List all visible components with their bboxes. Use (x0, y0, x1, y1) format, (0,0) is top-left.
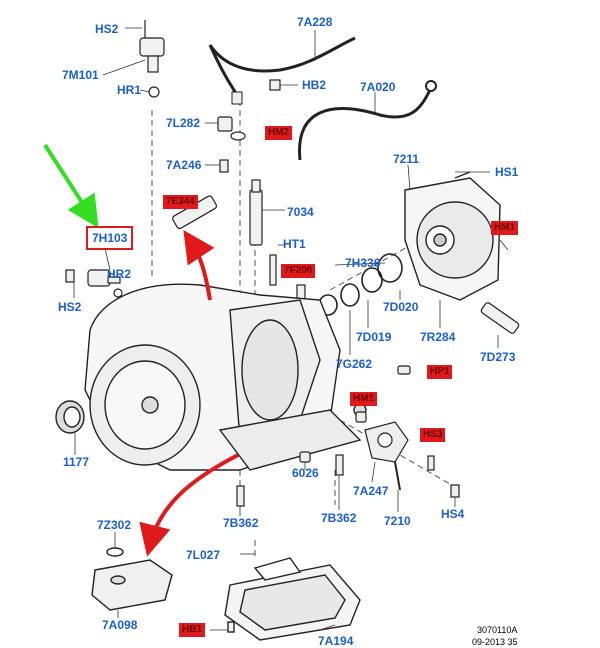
tag-d: 7F206 (281, 264, 316, 278)
label-hs2-left: HS2 (58, 300, 82, 314)
label-7d020: 7D020 (383, 300, 419, 314)
sensor-7h103 (65, 269, 123, 298)
label-6026: 6026 (292, 466, 319, 480)
label-7l027: 7L027 (186, 548, 221, 562)
label-7l282: 7L282 (166, 116, 201, 130)
green-arrow (43, 143, 99, 229)
tag-g: HS3 (420, 428, 446, 442)
tag-b: 7E344 (163, 195, 198, 209)
vent-tube-7a020 (298, 89, 432, 161)
label-hb2: HB2 (302, 78, 327, 92)
label-hr2: HR2 (107, 267, 132, 281)
label-7a246: 7A246 (166, 158, 202, 172)
tag-h: HB1 (179, 623, 206, 637)
label-1177: 1177 (63, 455, 90, 469)
tube-7034 (249, 179, 263, 246)
label-ht1: HT1 (283, 237, 306, 251)
label-7d273: 7D273 (480, 350, 516, 364)
label-7d019: 7D019 (356, 330, 392, 344)
label-hs1: HS1 (495, 165, 519, 179)
tag-f: HM1 (350, 392, 378, 406)
speed-sensor-7m101 (139, 20, 165, 98)
label-7211: 7211 (393, 152, 420, 166)
filter-7a098 (91, 547, 173, 611)
label-7a247: 7A247 (353, 484, 389, 498)
label-7a194: 7A194 (318, 634, 354, 648)
footer-date: 09-2013 35 (472, 637, 518, 647)
tag-e: HP1 (427, 365, 453, 379)
oil-pan-7a194 (224, 557, 361, 641)
shaft-7d273 (480, 302, 520, 334)
cable-7a228 (208, 36, 356, 73)
label-hs4: HS4 (441, 507, 465, 521)
highlighted-part-label: 7H103 (86, 226, 134, 250)
label-7m101: 7M101 (62, 68, 99, 82)
label-7h336: 7H336 (345, 256, 381, 270)
footer-code: 3070110A (477, 625, 518, 635)
label-7g262: 7G262 (336, 357, 373, 371)
label-7034: 7034 (287, 205, 314, 219)
converter-housing-7211 (404, 171, 501, 301)
label-hr1: HR1 (117, 83, 142, 97)
label-7a228: 7A228 (297, 15, 333, 29)
label-7b362-b: 7B362 (321, 511, 357, 525)
red-arrow-down (139, 453, 239, 557)
label-7r284: 7R284 (420, 330, 456, 344)
label-7a098: 7A098 (102, 618, 138, 632)
label-hs2-top: HS2 (95, 22, 119, 36)
label-7210: 7210 (384, 514, 411, 528)
tag-c: HM1 (491, 221, 519, 235)
transmission-body (84, 283, 367, 471)
red-arrow-up (183, 230, 215, 301)
label-7b362-a: 7B362 (223, 516, 259, 530)
label-7a020: 7A020 (360, 80, 396, 94)
seal-1177 (55, 400, 85, 434)
tag-a: HM2 (265, 126, 293, 140)
label-7z302: 7Z302 (97, 518, 132, 532)
